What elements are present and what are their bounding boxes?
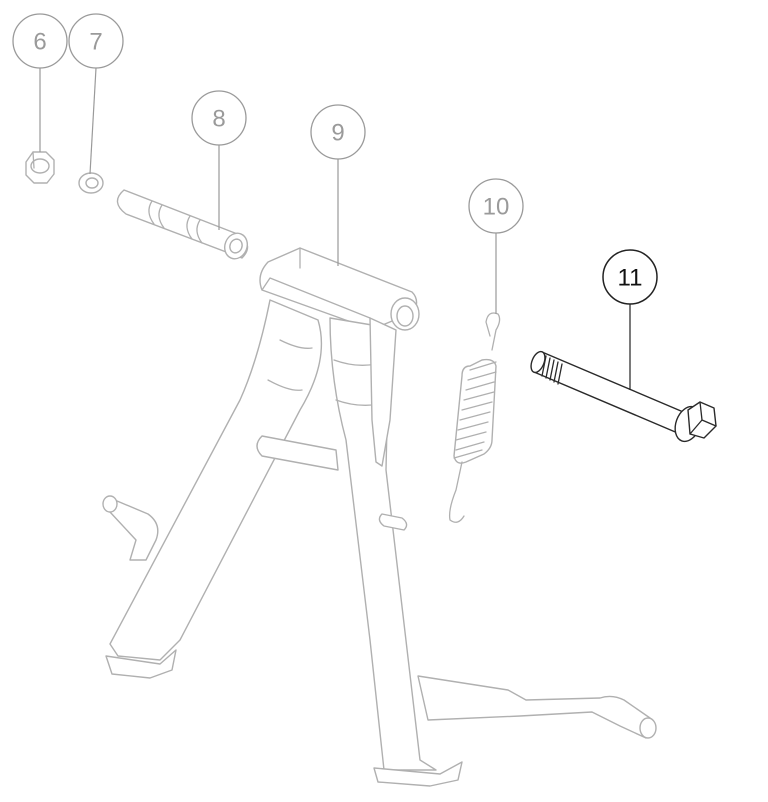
callout-11: 11 bbox=[602, 249, 658, 305]
leader-7 bbox=[89, 67, 97, 175]
center-stand-part bbox=[102, 247, 657, 787]
callout-10: 10 bbox=[468, 178, 524, 234]
callout-6: 6 bbox=[12, 13, 68, 69]
callout-9: 9 bbox=[310, 104, 366, 160]
callout-11-label: 11 bbox=[618, 265, 643, 292]
nut-part bbox=[25, 151, 55, 184]
callout-10-label: 10 bbox=[483, 194, 510, 221]
callout-7-label: 7 bbox=[89, 29, 102, 56]
pivot-bolt-part bbox=[530, 350, 717, 443]
washer-part bbox=[78, 172, 104, 194]
pivot-sleeve-part bbox=[116, 189, 249, 260]
callout-7: 7 bbox=[68, 13, 124, 69]
callout-9-label: 9 bbox=[331, 120, 344, 147]
callout-8: 8 bbox=[191, 90, 247, 146]
return-spring-part bbox=[448, 312, 501, 523]
callout-8-label: 8 bbox=[212, 106, 225, 133]
callout-6-label: 6 bbox=[33, 29, 46, 56]
